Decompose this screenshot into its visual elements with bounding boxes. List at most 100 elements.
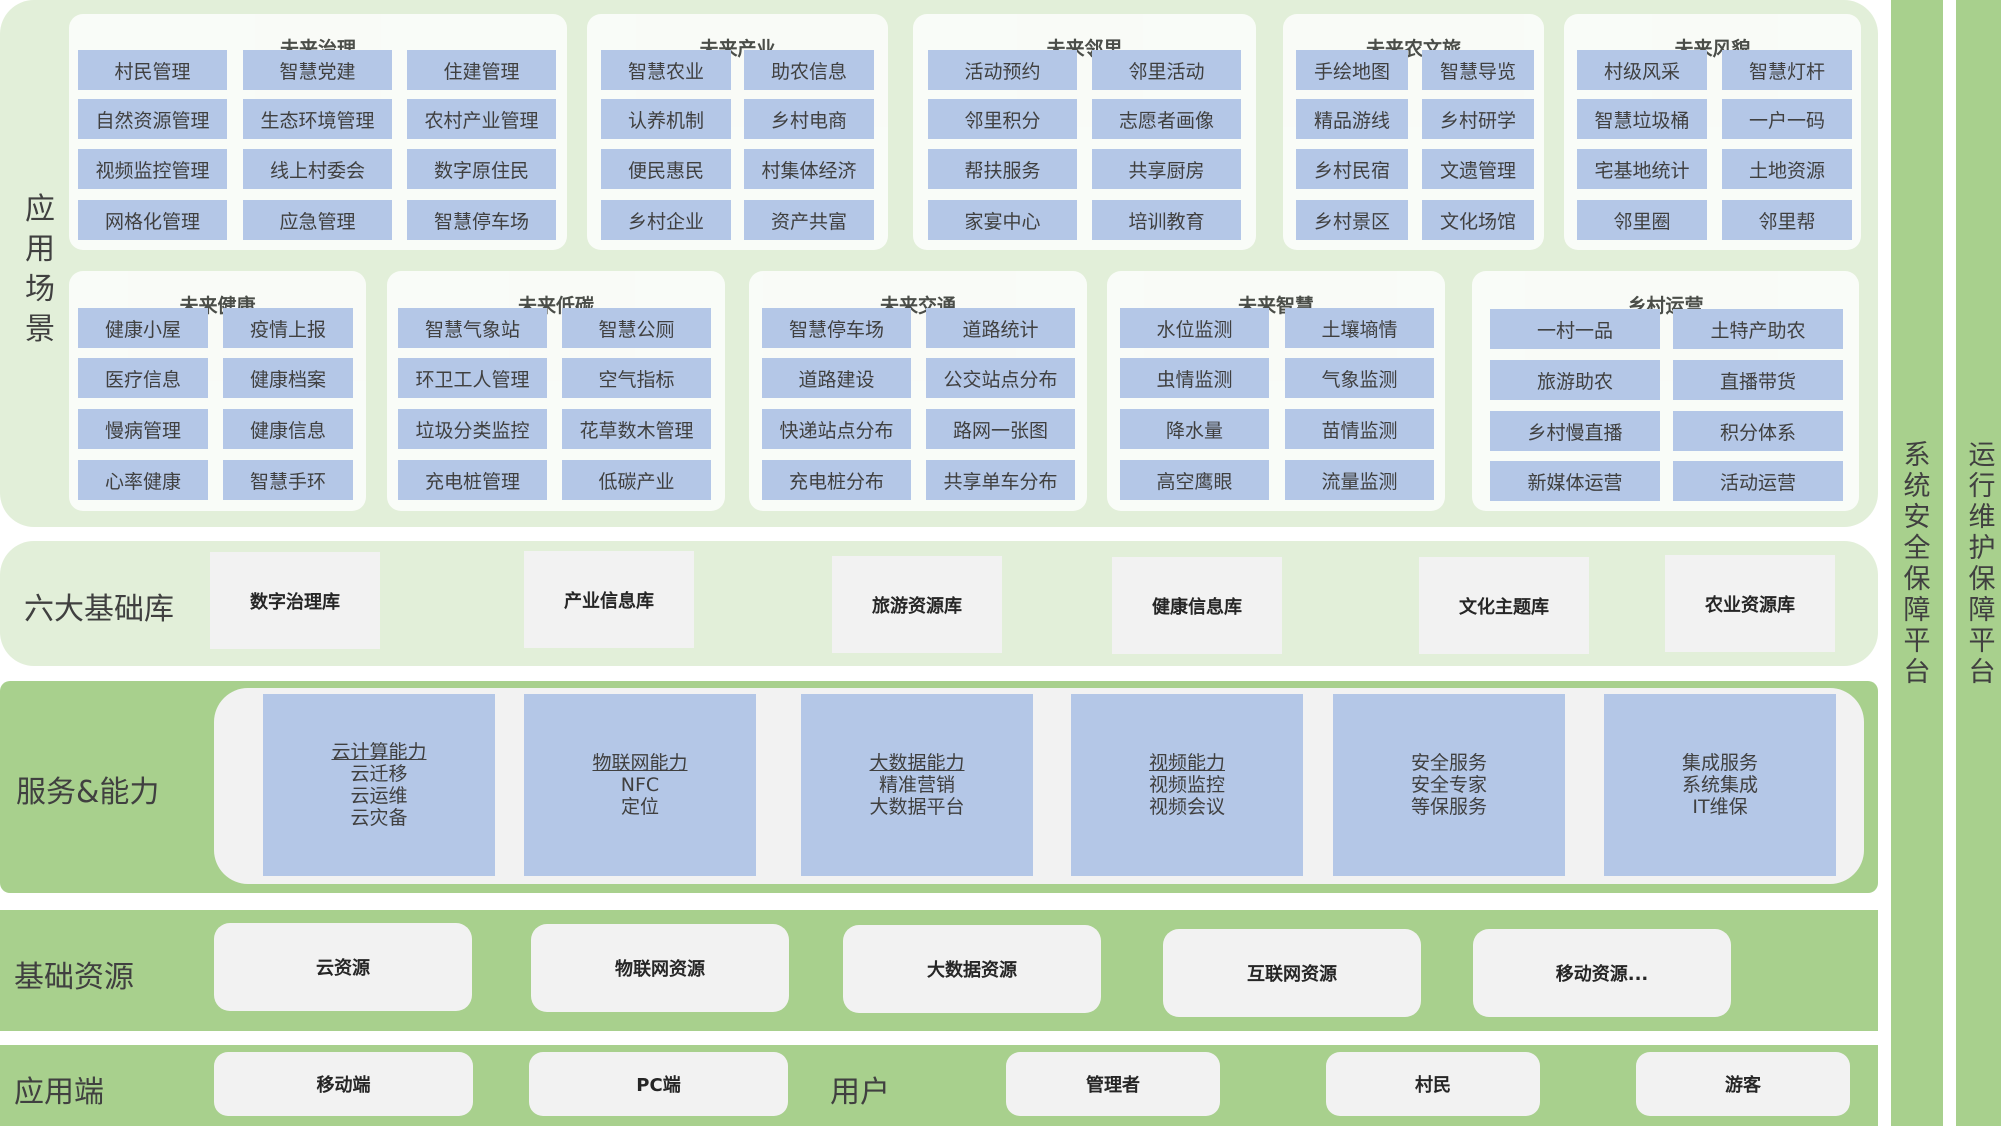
scenario-cell: 苗情监测	[1285, 409, 1434, 449]
security-platform-bar: 系统安全保障平台	[1891, 0, 1943, 1126]
ops-platform-label: 运行维护保障平台	[1968, 440, 1996, 688]
resource-box: 物联网资源	[531, 924, 789, 1012]
security-platform-label: 系统安全保障平台	[1903, 440, 1931, 688]
scenario-cell: 精品游线	[1296, 99, 1408, 139]
scenario-cell: 垃圾分类监控	[398, 409, 547, 449]
scenario-cell: 健康信息	[223, 409, 353, 449]
scenario-cell: 智慧农业	[601, 50, 731, 90]
scenario-cell: 生态环境管理	[243, 99, 392, 139]
scenario-cell: 直播带货	[1673, 360, 1843, 400]
scenario-cell: 农村产业管理	[407, 99, 556, 139]
scenario-cell: 乡村景区	[1296, 200, 1408, 240]
service-line: 等保服务	[1410, 796, 1487, 818]
scenario-cell: 宅基地统计	[1577, 149, 1707, 189]
scenario-cell: 低碳产业	[562, 460, 711, 500]
scenario-cell: 充电桩管理	[398, 460, 547, 500]
scenario-cell: 道路统计	[926, 308, 1075, 348]
scenario-cell: 土特产助农	[1673, 309, 1843, 349]
six-libraries-label: 六大基础库	[24, 592, 174, 627]
scenario-cell: 旅游助农	[1490, 360, 1660, 400]
scenario-cell: 智慧停车场	[407, 200, 556, 240]
scenario-cell: 共享厨房	[1092, 149, 1241, 189]
scenario-cell: 帮扶服务	[928, 149, 1077, 189]
endpoint-pc-box: PC端	[529, 1052, 788, 1116]
scenario-cell: 智慧垃圾桶	[1577, 99, 1707, 139]
scenario-cell: 村民管理	[78, 50, 227, 90]
scenario-cell: 花草数木管理	[562, 409, 711, 449]
scenario-cell: 邻里圈	[1577, 200, 1707, 240]
service-video-box: 视频能力 视频监控 视频会议	[1071, 694, 1303, 876]
service-line: 云迁移	[350, 763, 408, 785]
service-line: 集成服务	[1681, 752, 1758, 774]
scenario-cell: 医疗信息	[78, 358, 208, 398]
scenario-cell: 智慧停车场	[762, 308, 911, 348]
scenario-cell: 邻里活动	[1092, 50, 1241, 90]
user-villager-box: 村民	[1326, 1052, 1540, 1116]
service-line: 安全服务	[1410, 752, 1487, 774]
library-box: 旅游资源库	[832, 556, 1002, 653]
user-manager-box: 管理者	[1006, 1052, 1220, 1116]
scenario-cell: 乡村民宿	[1296, 149, 1408, 189]
scenario-cell: 健康档案	[223, 358, 353, 398]
service-line: 云运维	[350, 785, 408, 807]
scenario-cell: 智慧导览	[1422, 50, 1534, 90]
scenario-cell: 线上村委会	[243, 149, 392, 189]
scenario-cell: 智慧手环	[223, 460, 353, 500]
scenario-cell: 气象监测	[1285, 358, 1434, 398]
app-scenarios-label: 应用场景	[25, 192, 55, 347]
scenario-cell: 高空鹰眼	[1120, 460, 1269, 500]
library-box: 数字治理库	[210, 552, 380, 649]
scenario-cell: 文遗管理	[1422, 149, 1534, 189]
resource-box: 大数据资源	[843, 925, 1101, 1013]
scenario-cell: 共享单车分布	[926, 460, 1075, 500]
service-iot-box: 物联网能力 NFC 定位	[524, 694, 756, 876]
scenario-cell: 村级风采	[1577, 50, 1707, 90]
scenario-cell: 住建管理	[407, 50, 556, 90]
service-cloud-box: 云计算能力 云迁移 云运维 云灾备	[263, 694, 495, 876]
services-label: 服务&能力	[16, 775, 160, 810]
resource-box: 互联网资源	[1163, 929, 1421, 1017]
scenario-cell: 虫情监测	[1120, 358, 1269, 398]
scenario-cell: 乡村慢直播	[1490, 411, 1660, 451]
resource-box: 移动资源...	[1473, 929, 1731, 1017]
scenario-cell: 村集体经济	[744, 149, 874, 189]
scenario-cell: 乡村企业	[601, 200, 731, 240]
ops-platform-bar: 运行维护保障平台	[1956, 0, 2001, 1126]
user-tourist-box: 游客	[1636, 1052, 1850, 1116]
scenario-cell: 心率健康	[78, 460, 208, 500]
endpoint-mobile-box: 移动端	[214, 1052, 473, 1116]
service-line: 精准营销	[878, 774, 955, 796]
scenario-cell: 积分体系	[1673, 411, 1843, 451]
app-endpoints-label: 应用端	[14, 1075, 104, 1110]
scenario-cell: 活动运营	[1673, 461, 1843, 501]
service-line: 系统集成	[1681, 774, 1758, 796]
scenario-cell: 资产共富	[744, 200, 874, 240]
scenario-cell: 土地资源	[1722, 149, 1852, 189]
scenario-cell: 文化场馆	[1422, 200, 1534, 240]
scenario-cell: 一户一码	[1722, 99, 1852, 139]
scenario-cell: 智慧党建	[243, 50, 392, 90]
service-line: 视频监控	[1148, 774, 1225, 796]
scenario-cell: 道路建设	[762, 358, 911, 398]
scenario-cell: 邻里积分	[928, 99, 1077, 139]
scenario-cell: 环卫工人管理	[398, 358, 547, 398]
scenario-cell: 便民惠民	[601, 149, 731, 189]
scenario-cell: 智慧气象站	[398, 308, 547, 348]
library-box: 产业信息库	[524, 551, 694, 648]
scenario-cell: 乡村电商	[744, 99, 874, 139]
service-title: 视频能力	[1148, 752, 1225, 774]
scenario-cell: 自然资源管理	[78, 99, 227, 139]
resource-box: 云资源	[214, 923, 472, 1011]
scenario-cell: 疫情上报	[223, 308, 353, 348]
library-box: 文化主题库	[1419, 557, 1589, 654]
service-line: NFC	[620, 774, 660, 796]
service-integration-box: 集成服务 系统集成 IT维保	[1604, 694, 1836, 876]
scenario-cell: 土壤墒情	[1285, 308, 1434, 348]
scenario-cell: 应急管理	[243, 200, 392, 240]
service-line: 安全专家	[1410, 774, 1487, 796]
service-security-box: 安全服务 安全专家 等保服务	[1333, 694, 1565, 876]
scenario-cell: 智慧灯杆	[1722, 50, 1852, 90]
scenario-cell: 乡村研学	[1422, 99, 1534, 139]
scenario-cell: 助农信息	[744, 50, 874, 90]
scenario-cell: 公交站点分布	[926, 358, 1075, 398]
